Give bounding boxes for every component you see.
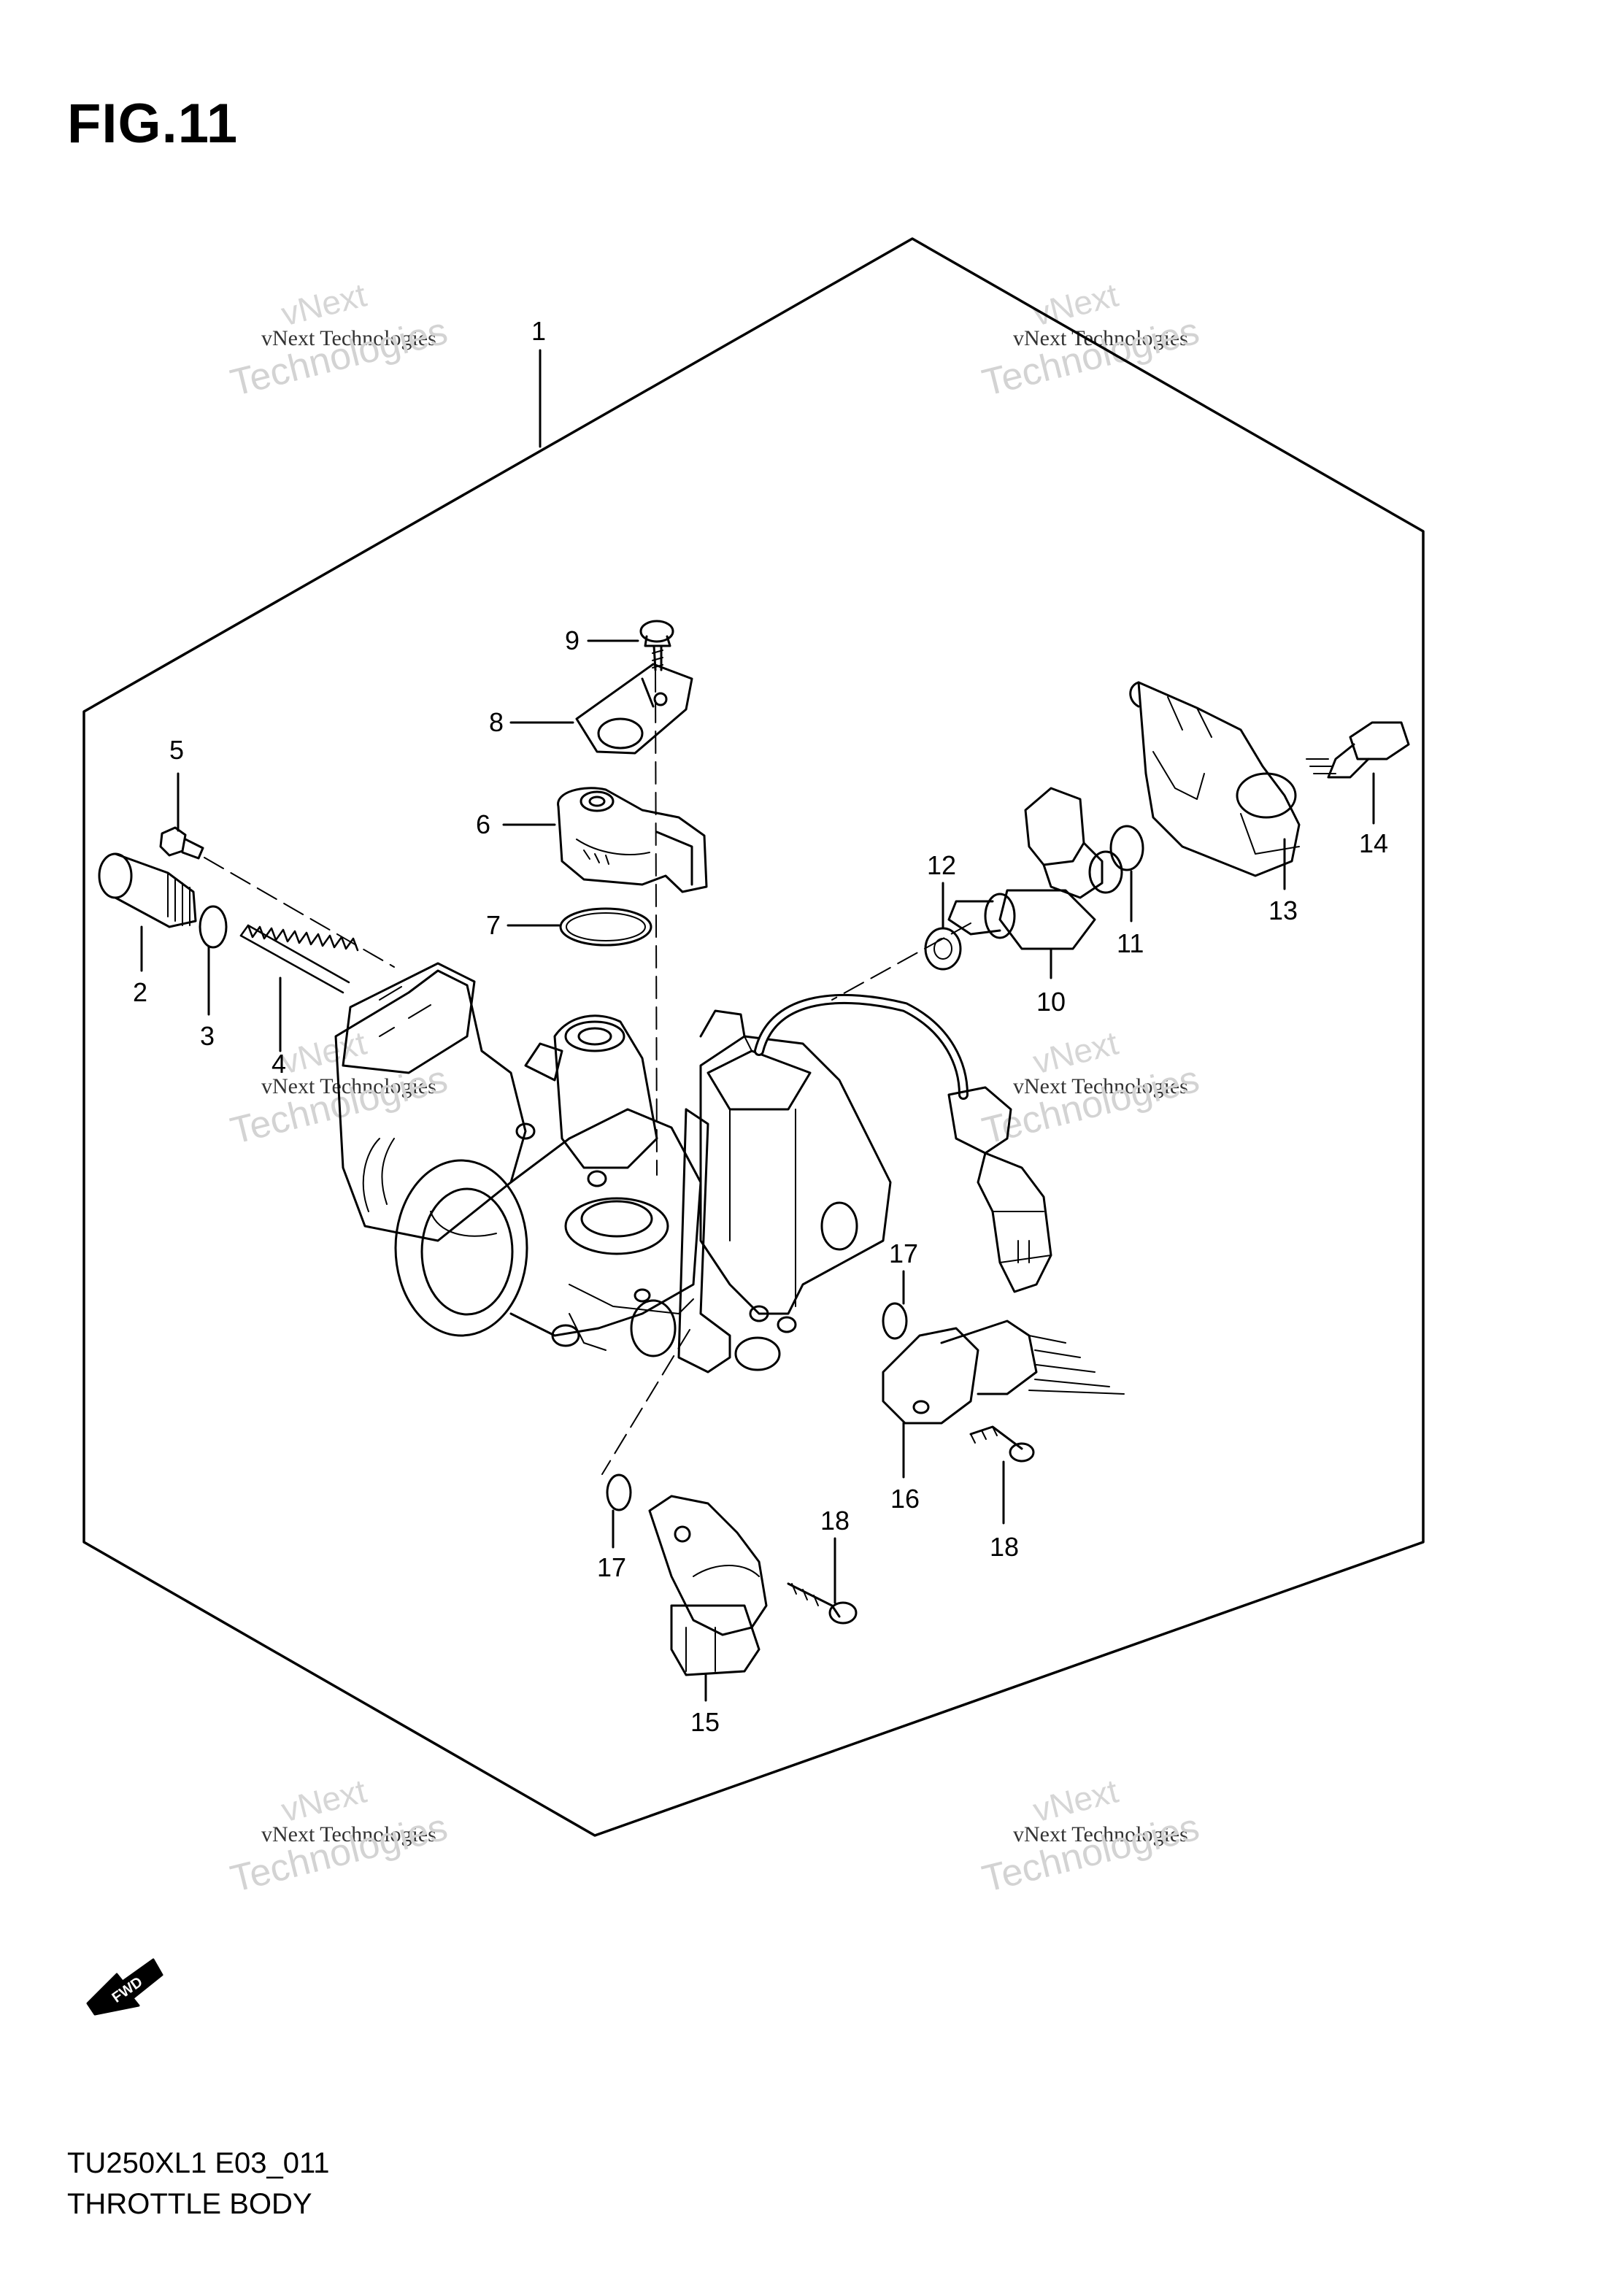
- fuel-injector-icon: [947, 787, 1123, 950]
- watermark: vNext vNext Technologies Technologies: [226, 1024, 533, 1153]
- callout-18b: 18: [990, 1532, 1019, 1562]
- assembly-dash-line: [831, 922, 971, 1001]
- watermark: vNext vNext Technologies Technologies: [226, 276, 533, 405]
- callout-17a: 17: [889, 1238, 918, 1268]
- callout-3: 3: [200, 1021, 215, 1051]
- callout-6: 6: [476, 809, 490, 839]
- watermark: vNext vNext Technologies Technologies: [226, 1772, 533, 1901]
- o-ring-icon: [606, 1473, 632, 1511]
- watermark-line2: vNext Technologies: [261, 1822, 436, 1846]
- assembly-boundary: [82, 237, 1425, 1837]
- o-ring-icon: [1109, 825, 1144, 871]
- watermark: vNext vNext Technologies Technologies: [978, 1772, 1285, 1901]
- callout-5: 5: [169, 735, 184, 765]
- screw-icon: [639, 620, 674, 671]
- section-name: THROTTLE BODY: [67, 2188, 312, 2220]
- seal-icon: [924, 927, 962, 971]
- callout-2: 2: [133, 977, 147, 1007]
- fuel-pipe-icon: [1129, 681, 1301, 877]
- watermark-line2: vNext Technologies: [261, 326, 436, 350]
- callout-8: 8: [489, 707, 504, 737]
- bracket-icon: [575, 663, 693, 755]
- sensor-housing-icon: [677, 1009, 892, 1374]
- bolt-icon: [1306, 721, 1410, 779]
- callout-4: 4: [272, 1049, 286, 1079]
- callout-12: 12: [927, 850, 956, 880]
- washer-icon: [199, 905, 228, 949]
- callout-16: 16: [890, 1484, 920, 1514]
- bolt-icon: [787, 1582, 858, 1625]
- connector-icon: [947, 1086, 1052, 1293]
- callout-7: 7: [486, 910, 501, 940]
- watermark-line2: vNext Technologies: [1013, 1822, 1188, 1846]
- callout-1: 1: [531, 316, 546, 346]
- sensor-icon: [557, 787, 708, 893]
- throttle-body-icon: [334, 962, 702, 1357]
- callout-11: 11: [1117, 928, 1144, 958]
- o-ring-icon: [882, 1302, 908, 1340]
- callout-9: 9: [565, 625, 580, 655]
- callout-17b: 17: [597, 1552, 626, 1582]
- model-code: TU250XL1 E03_011: [67, 2147, 330, 2179]
- figure-title: FIG.11: [67, 93, 239, 155]
- screw-icon: [159, 826, 204, 860]
- bolt-icon: [969, 1425, 1035, 1463]
- sensor-icon: [648, 1495, 768, 1676]
- assembly-dash-line: [601, 1329, 690, 1475]
- o-ring-icon: [559, 907, 652, 947]
- watermark-line2: vNext Technologies: [261, 1074, 436, 1098]
- callout-14: 14: [1359, 828, 1388, 858]
- watermark-line2: vNext Technologies: [1013, 1074, 1188, 1098]
- sensor-icon: [882, 1320, 1125, 1425]
- fwd-arrow-icon: [86, 1958, 163, 2016]
- callout-18a: 18: [820, 1506, 850, 1536]
- callout-10: 10: [1036, 987, 1066, 1017]
- assembly-dash-line: [204, 857, 395, 968]
- watermark: vNext vNext Technologies Technologies: [978, 1024, 1285, 1153]
- spring-icon: [239, 924, 359, 994]
- assembly-axis-line: [655, 669, 658, 1176]
- callout-13: 13: [1268, 895, 1298, 925]
- callout-15: 15: [690, 1707, 720, 1737]
- adjuster-knob-icon: [98, 852, 197, 928]
